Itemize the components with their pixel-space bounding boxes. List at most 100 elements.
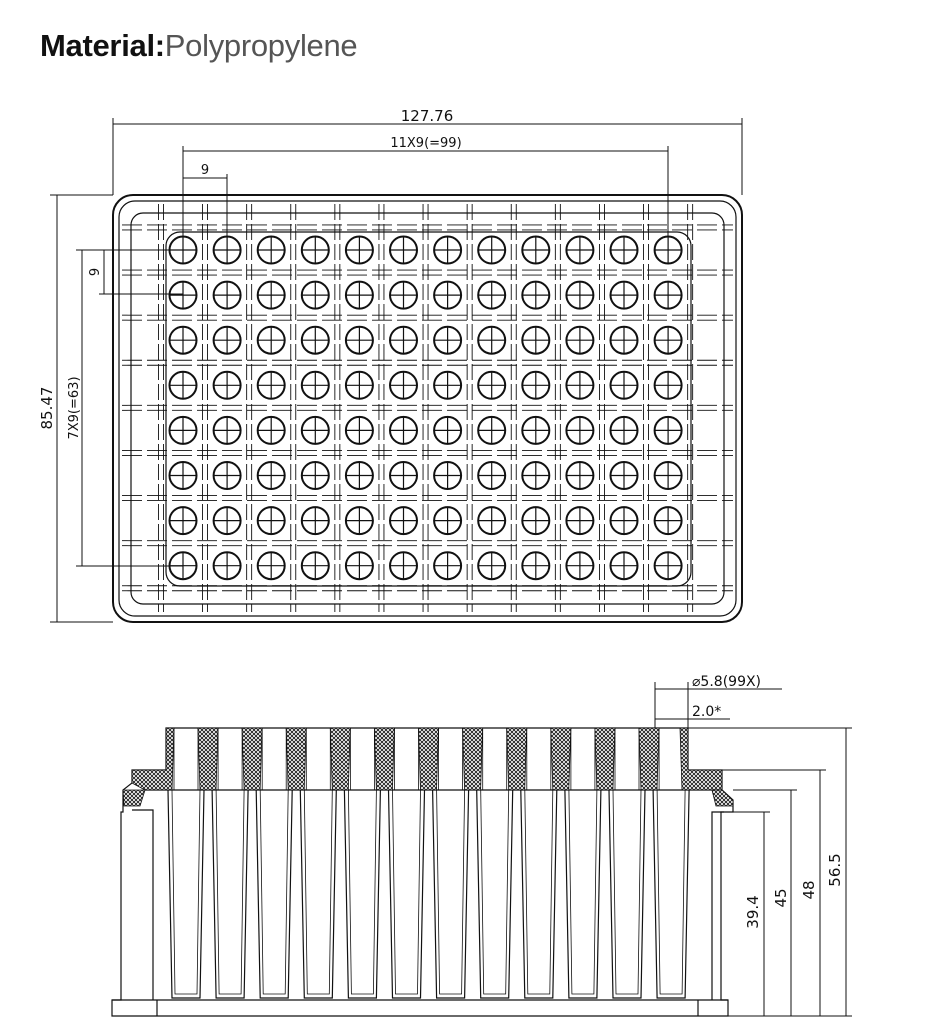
well (477, 551, 507, 581)
side-hatch-areas (122, 727, 734, 807)
well (256, 551, 286, 581)
tube-outline (211, 789, 249, 999)
well (609, 325, 639, 355)
well (565, 551, 595, 581)
well (653, 370, 683, 400)
well-grid-lines (122, 204, 733, 612)
well (344, 415, 374, 445)
well (344, 235, 374, 265)
plate-second-outline (118, 200, 737, 617)
well (300, 506, 330, 536)
well (609, 461, 639, 490)
well (168, 415, 198, 445)
hatched-shoulder-right (679, 727, 723, 791)
well (565, 461, 595, 490)
well (300, 461, 330, 490)
well (477, 461, 507, 490)
plate-inner-outline (130, 212, 725, 605)
plate-outer-outline (112, 194, 743, 623)
well (168, 325, 198, 355)
well (521, 506, 551, 536)
well (653, 280, 683, 310)
tube-inner (215, 789, 245, 995)
tube-outline (255, 789, 293, 999)
well (389, 325, 418, 355)
well (256, 461, 286, 490)
well (433, 235, 463, 265)
hatched-foot-left (122, 789, 146, 807)
well (565, 235, 595, 265)
material-heading: Material:Polypropylene (40, 26, 358, 66)
well (389, 506, 418, 536)
hatched-wall (462, 727, 484, 791)
well (653, 461, 683, 490)
wall-thickness-label: 2.0* (692, 704, 721, 720)
well (609, 370, 639, 400)
top-view (112, 194, 743, 623)
well (565, 280, 595, 310)
height-48-label: 48 (800, 880, 818, 899)
well (433, 506, 463, 536)
top-view-labels: 127.76 11X9(=99) 9 85.47 7X9(=63) 9 (38, 107, 462, 440)
well (168, 506, 198, 536)
well (300, 415, 330, 445)
hatched-wall (197, 727, 219, 791)
well (344, 280, 374, 310)
tube-inner (656, 789, 686, 995)
well (389, 461, 418, 490)
well (256, 280, 286, 310)
well (389, 551, 418, 581)
well (212, 551, 242, 581)
tube-inner (259, 789, 289, 995)
well (344, 461, 374, 490)
tube-inner (612, 789, 642, 995)
tube-inner (348, 789, 377, 995)
well (565, 506, 595, 536)
height-45-label: 45 (772, 888, 790, 907)
well (256, 370, 286, 400)
side-view (111, 727, 734, 1017)
hatched-wall (594, 727, 616, 791)
well (521, 461, 551, 490)
well (300, 325, 330, 355)
tube-inner (480, 789, 510, 995)
well (521, 235, 551, 265)
well (212, 415, 242, 445)
well (609, 506, 639, 536)
well (389, 370, 418, 400)
well (609, 235, 639, 265)
tube-inner (392, 789, 421, 995)
well (168, 461, 198, 490)
hatched-wall (418, 727, 439, 791)
well (477, 280, 507, 310)
tube-outline (564, 789, 602, 999)
overall-height-label: 85.47 (38, 387, 56, 430)
well (433, 325, 463, 355)
well (212, 280, 242, 310)
well (344, 325, 374, 355)
tube-outline (387, 789, 426, 999)
well (433, 461, 463, 490)
tube-outline (343, 789, 381, 999)
hatched-wall (638, 727, 660, 791)
hatched-wall (373, 727, 395, 791)
well (477, 506, 507, 536)
well (344, 506, 374, 536)
top-view-dimensions (50, 118, 743, 623)
well (300, 551, 330, 581)
well-area-outline (165, 231, 692, 587)
hatched-wall (241, 727, 263, 791)
well (256, 506, 286, 536)
well-array (168, 235, 683, 581)
well (256, 415, 286, 445)
well (212, 325, 242, 355)
well (433, 280, 463, 310)
well (653, 325, 683, 355)
hatched-wall (506, 727, 528, 791)
well (344, 551, 374, 581)
well (300, 370, 330, 400)
well (653, 415, 683, 445)
well (300, 280, 330, 310)
well (168, 280, 198, 310)
material-label: Material: (40, 28, 165, 63)
